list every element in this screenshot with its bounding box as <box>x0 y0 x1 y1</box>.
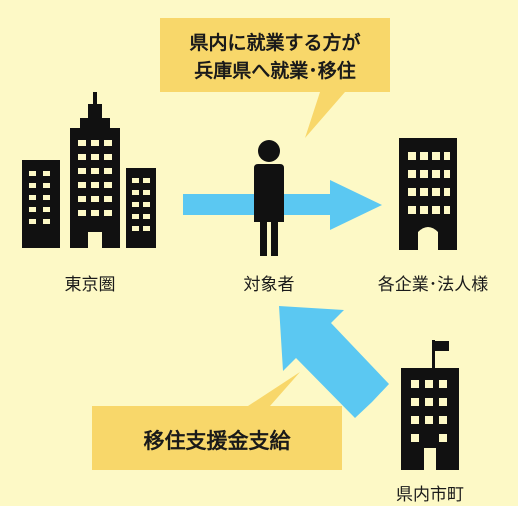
callout-top-line1: 県内に就業する方が <box>189 32 361 54</box>
label-company: 各企業･法人様 <box>377 275 489 295</box>
office-building-icon <box>399 138 457 250</box>
callout-top-line2: 兵庫県へ就業･移住 <box>194 60 356 82</box>
person-icon <box>254 140 284 256</box>
city-hall-flag-icon <box>401 340 459 470</box>
arrow-city-to-person <box>279 306 389 418</box>
callout-top <box>160 18 390 138</box>
label-person: 対象者 <box>243 275 295 295</box>
label-city: 県内市町 <box>396 485 464 505</box>
callout-bottom <box>92 372 342 470</box>
skyscraper-cluster-icon <box>22 92 156 248</box>
callout-bottom-text: 移住支援金支給 <box>143 429 291 453</box>
label-tokyo: 東京圏 <box>64 275 116 295</box>
